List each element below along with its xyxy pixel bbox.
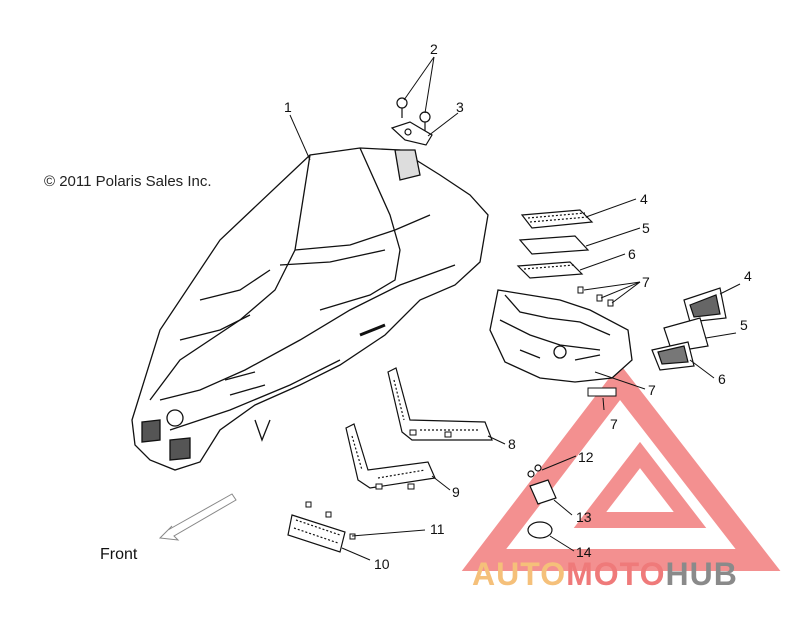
callout-8: 8	[508, 436, 516, 452]
watermark-text: AUTOMOTOHUB	[472, 556, 738, 593]
vent-screen-part	[516, 209, 594, 279]
callout-7c: 7	[610, 416, 618, 432]
callout-9: 9	[452, 484, 460, 500]
callout-12: 12	[578, 449, 594, 465]
callout-13: 13	[576, 509, 592, 525]
callout-7b: 7	[648, 382, 656, 398]
callout-6: 6	[628, 246, 636, 262]
watermark-moto: MOTO	[566, 556, 666, 592]
callout-7: 7	[642, 274, 650, 290]
front-grille-part	[287, 514, 346, 553]
callout-2: 2	[430, 41, 438, 57]
callout-11: 11	[430, 521, 445, 537]
screw-part	[577, 286, 614, 307]
watermark-hub: HUB	[665, 556, 738, 592]
leader-lines	[289, 56, 741, 561]
callout-3: 3	[456, 99, 464, 115]
copyright-text: © 2011 Polaris Sales Inc.	[44, 173, 212, 190]
fastener-part	[527, 464, 557, 539]
side-grille-part	[345, 367, 493, 489]
callout-14: 14	[576, 544, 592, 560]
watermark-logo-icon	[461, 363, 781, 571]
decal-part	[587, 387, 617, 397]
hood-part	[131, 147, 489, 471]
watermark-auto: AUTO	[472, 556, 567, 592]
callout-4b: 4	[744, 268, 752, 284]
duct-housing-part	[489, 289, 633, 383]
clip-part	[305, 429, 452, 540]
callout-4: 4	[640, 191, 648, 207]
callout-10: 10	[374, 556, 390, 572]
front-arrow-icon	[158, 493, 237, 541]
bracket-part	[390, 121, 433, 146]
callout-6b: 6	[718, 371, 726, 387]
callout-5: 5	[642, 220, 650, 236]
callout-5b: 5	[740, 317, 748, 333]
front-label: Front	[100, 546, 138, 563]
callout-1: 1	[284, 99, 292, 115]
vent-assembly-part	[651, 287, 727, 371]
